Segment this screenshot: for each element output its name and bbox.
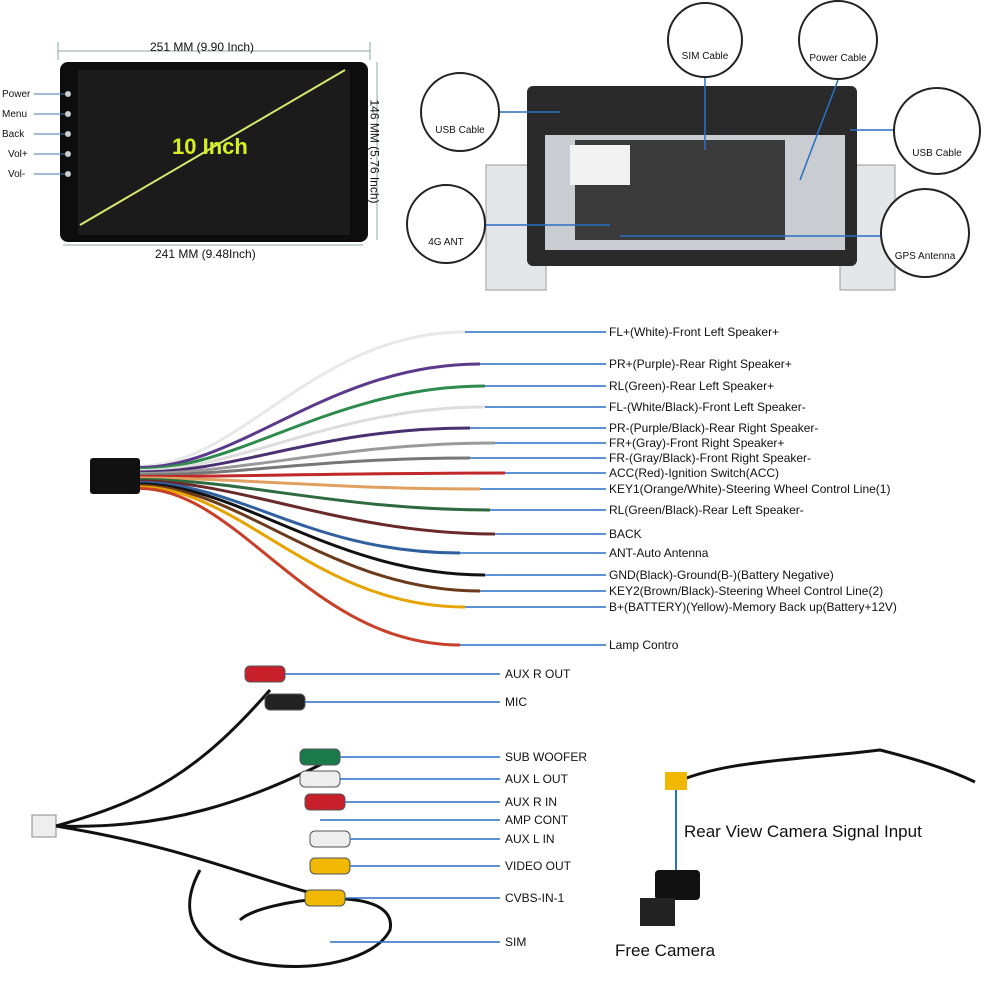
harness-connector	[90, 458, 140, 494]
wire-label: PR-(Purple/Black)-Rear Right Speaker-	[609, 421, 819, 435]
harness-wire	[139, 482, 486, 577]
wire-label: PR+(Purple)-Rear Right Speaker+	[609, 357, 792, 371]
rca-plug	[304, 889, 346, 907]
head-unit-screen	[57, 42, 378, 246]
rca-label: SIM	[505, 935, 527, 949]
callout-usb-cable-left: USB Cable	[420, 72, 500, 152]
rca-label: SUB WOOFER	[505, 750, 588, 764]
rca-label: AUX R OUT	[505, 667, 571, 681]
wire-label: KEY2(Brown/Black)-Steering Wheel Control…	[609, 584, 884, 598]
callout-leader	[799, 79, 839, 181]
screen-button-icon	[65, 131, 71, 137]
rca-label: MIC	[505, 695, 527, 709]
wire-label: FR-(Gray/Black)-Front Right Speaker-	[609, 451, 812, 465]
camera-cable	[640, 748, 976, 926]
harness-wire	[139, 478, 491, 512]
callout-usb-cable-right: USB Cable	[893, 87, 981, 175]
wire-label: FL+(White)-Front Left Speaker+	[609, 325, 780, 339]
callout-gps-antenna: GPS Antenna	[880, 188, 970, 278]
wire-label: BACK	[609, 527, 642, 541]
rca-label: AUX R IN	[505, 795, 558, 809]
callout-label: Power Cable	[809, 53, 867, 64]
screen-button-label: Back	[2, 129, 25, 140]
screen-button-icon	[65, 151, 71, 157]
callout-4g-ant: 4G ANT	[406, 184, 486, 264]
camera-signal-label: Rear View Camera Signal Input	[684, 822, 922, 841]
rca-connector	[31, 814, 57, 838]
wire-label: FR+(Gray)-Front Right Speaker+	[609, 436, 785, 450]
rca-plug	[244, 665, 286, 683]
rca-label: VIDEO OUT	[505, 859, 572, 873]
harness-wire	[139, 476, 481, 491]
rca-harness	[31, 665, 392, 968]
callout-label: 4G ANT	[428, 237, 464, 248]
screen-button-icon	[65, 111, 71, 117]
harness-wire	[139, 456, 471, 477]
screen-button-label: Power	[2, 89, 31, 100]
wire-label: B+(BATTERY)(Yellow)-Memory Back up(Batte…	[609, 600, 897, 614]
screen-button-label: Vol-	[8, 169, 26, 180]
width-dimension: 251 MM (9.90 Inch)	[150, 40, 255, 54]
rca-label: CVBS-IN-1	[505, 891, 565, 905]
screen-button-icon	[65, 91, 71, 97]
harness-wire	[139, 471, 506, 478]
harness-wire	[139, 441, 496, 475]
screen-button-label: Menu	[2, 109, 28, 120]
bottom-width-dimension: 241 MM (9.48Inch)	[155, 247, 256, 261]
callout-sim-cable: SIM Cable	[667, 2, 743, 78]
wire-label: Lamp Contro	[609, 638, 679, 652]
rca-label: AMP CONT	[505, 813, 569, 827]
screen-button-label: Vol+	[8, 149, 28, 160]
rca-plug	[304, 793, 346, 811]
wire-label: KEY1(Orange/White)-Steering Wheel Contro…	[609, 482, 891, 496]
harness-wire	[139, 330, 466, 468]
harness-wire	[139, 485, 466, 609]
callout-label: SIM Cable	[681, 51, 729, 62]
rca-plug	[299, 770, 341, 788]
rca-plug	[309, 830, 351, 848]
callout-label: GPS Antenna	[894, 251, 956, 262]
rca-plug	[309, 857, 351, 875]
wire-label: ACC(Red)-Ignition Switch(ACC)	[609, 466, 780, 480]
screen-button-icon	[65, 171, 71, 177]
rca-plug	[264, 693, 306, 711]
harness-wire	[139, 362, 481, 469]
harness-wire	[139, 384, 486, 471]
callout-label: USB Cable	[435, 125, 485, 136]
height-dimension: 146 MM (5.76 Inch)	[367, 99, 382, 204]
callout-power-cable: Power Cable	[798, 0, 878, 80]
harness-wire	[139, 426, 471, 474]
free-camera-label: Free Camera	[615, 941, 716, 960]
callout-label: USB Cable	[912, 148, 962, 159]
main-harness-wires	[90, 330, 506, 647]
harness-wire	[139, 487, 461, 647]
rca-label: AUX L OUT	[505, 772, 568, 786]
harness-wire	[139, 484, 481, 593]
screen-size-label: 10 Inch	[172, 134, 248, 159]
harness-wire	[139, 405, 486, 472]
rca-label: AUX L IN	[505, 832, 555, 846]
wire-label: RL(Green/Black)-Rear Left Speaker-	[609, 503, 804, 517]
back-panel	[485, 86, 896, 291]
harness-wire	[139, 479, 496, 536]
wire-label: FL-(White/Black)-Front Left Speaker-	[609, 400, 806, 414]
wire-label: GND(Black)-Ground(B-)(Battery Negative)	[609, 568, 834, 582]
wire-label: ANT-Auto Antenna	[609, 546, 709, 560]
rca-plug	[299, 748, 341, 766]
harness-wire	[139, 481, 461, 555]
wire-label: RL(Green)-Rear Left Speaker+	[609, 379, 775, 393]
